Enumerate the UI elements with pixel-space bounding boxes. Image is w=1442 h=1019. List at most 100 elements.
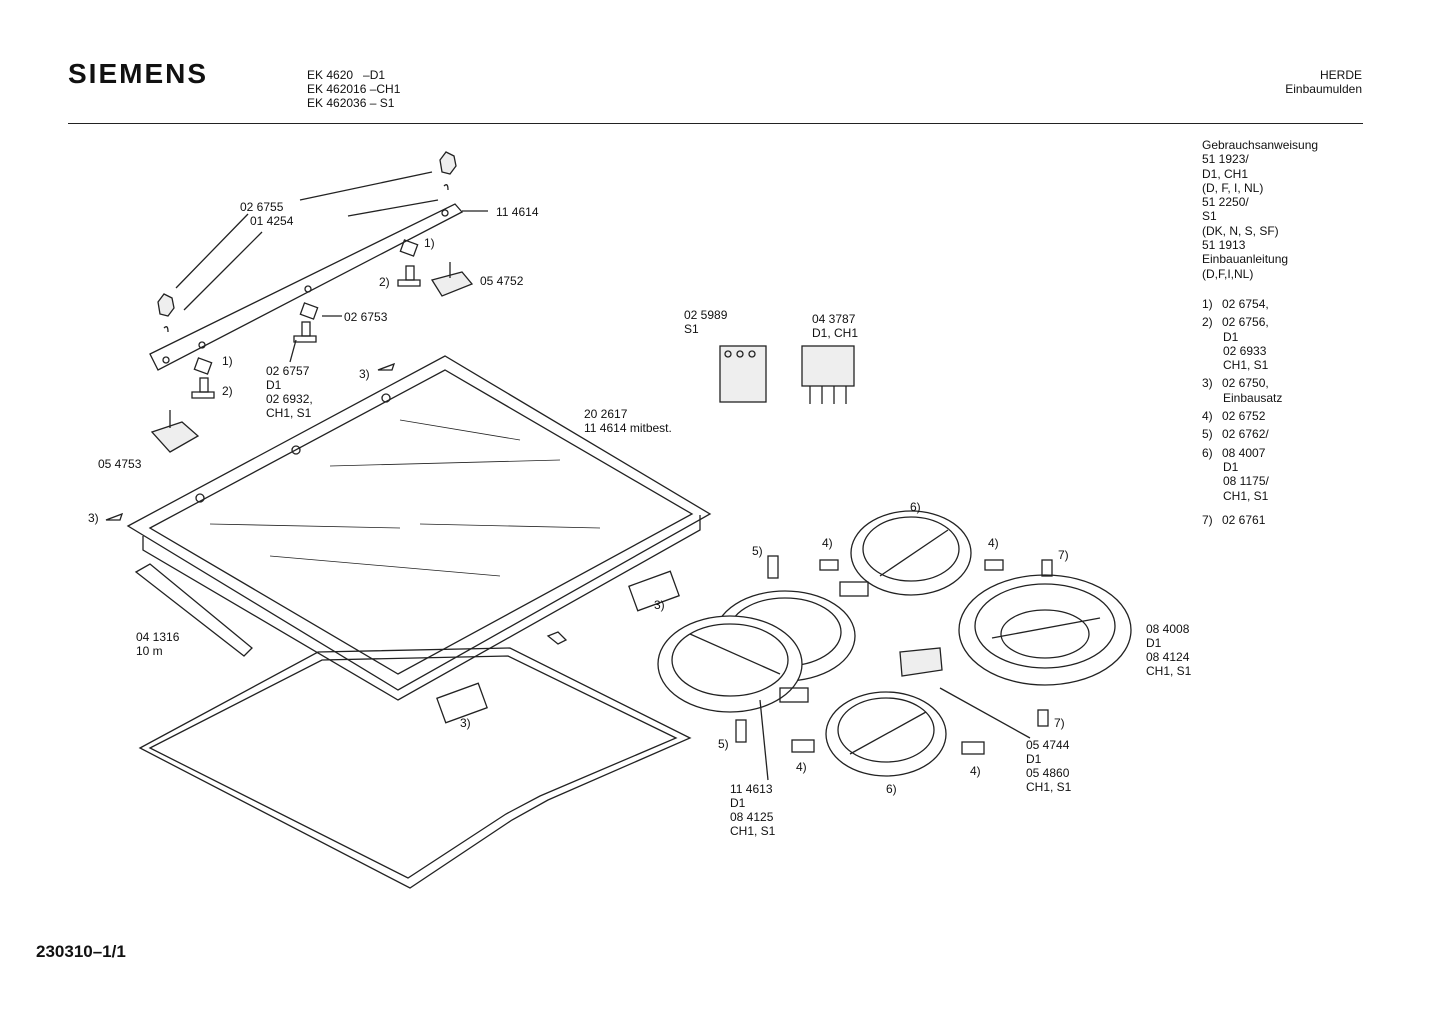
connector-icon [779,687,809,703]
footnote-line: Einbausatz [1223,390,1283,405]
terminal-block-icon [801,345,855,404]
header-rule [68,123,1363,124]
fuse-icon [1037,709,1049,727]
bracket-icon [436,682,488,724]
label-line: 05 4744 [1026,738,1070,752]
footnote-line: 08 1175/ [1223,474,1269,489]
label-line: CH1, S1 [1026,780,1072,794]
label-line: D1, CH1 [812,326,859,340]
regulator-icon [899,647,943,677]
clip-icon [105,512,124,521]
label-line: 08 4008 [1146,622,1190,636]
ref-line: Einbauanleitung [1202,252,1289,267]
ref-line: D1, CH1 [1202,166,1249,181]
sensor-icon [767,555,779,579]
spring-icon [191,377,215,399]
model-line: EK 4620 –D1 [307,68,386,82]
ref-line: (D,F,I,NL) [1202,266,1254,281]
label-ref2: 2) [379,275,390,289]
knob-icon [157,293,175,333]
label-terminal-s1: 02 5989 S1 [684,308,727,336]
label-line: S1 [684,322,699,336]
footnote-line: 02 6752 [1222,409,1266,424]
leader-line [347,199,439,217]
spacer-icon [984,559,1004,571]
footnote: 1) 02 6754, [1202,297,1282,311]
footnote-line: CH1, S1 [1223,358,1269,373]
model-list: EK 4620 –D1 EK 462016 –CH1 EK 462036 – S… [307,68,400,110]
category: HERDE [1319,68,1362,82]
ref-line: 51 1923/ [1202,152,1249,167]
clip-icon [299,302,319,320]
label-ref7: 7) [1058,548,1069,562]
footnote-key: 1) [1202,297,1213,311]
label-terminal-d1: 04 3787 D1, CH1 [812,312,858,340]
label-line: CH1, S1 [1146,664,1192,678]
label-line: 08 4125 [730,810,774,824]
label-line: D1 [730,796,746,810]
knob-icon [439,151,457,191]
label-switch-left: 05 4753 [98,457,142,471]
footnote-key: 7) [1202,512,1213,527]
label-ref6: 6) [910,500,921,514]
leader-line [183,231,263,311]
label-line: CH1, S1 [730,824,776,838]
label-line: 11 4613 [730,782,773,796]
label-ref4: 4) [796,760,807,774]
footnote-line: 02 6761 [1222,512,1266,527]
label-clip-mid: 02 6757 D1 02 6932, CH1, S1 [266,364,313,420]
spring-icon [293,321,317,343]
footnote-key: 3) [1202,376,1213,391]
label-ref6: 6) [886,782,897,796]
label-plate-large-left: 11 4613 D1 08 4125 CH1, S1 [730,782,775,838]
clip-icon [377,362,396,371]
ref-line: 51 1913 [1202,238,1246,253]
label-seal: 04 1316 10 m [136,630,179,658]
leader-line [175,213,249,289]
bracket-icon [628,570,680,612]
label-line: D1 [1026,752,1042,766]
label-line: D1 [1146,636,1162,650]
seal-strip [134,563,253,657]
heating-element-icon [958,574,1132,686]
label-line: 02 6757 [266,364,310,378]
subcategory: Einbaumulden [1285,82,1362,96]
label-line: 02 5989 [684,308,728,322]
label-ref4: 4) [988,536,999,550]
switch-icon [430,262,474,297]
spacer-icon [791,739,815,753]
footnote-line: D1 [1223,329,1239,344]
footnote: 7) 02 6761 [1202,513,1282,527]
switch-icon [150,410,200,453]
footnote: 5)02 6762/ [1202,427,1282,441]
model-line: EK 462016 –CH1 [307,82,401,96]
footnote-line: 02 6754, [1222,297,1269,311]
label-line: 08 4124 [1146,650,1190,664]
clip-icon [193,357,213,375]
heating-element-icon [657,615,803,713]
label-plate-large-right: 08 4008 D1 08 4124 CH1, S1 [1146,622,1191,678]
category-block: HERDE Einbaumulden [1285,68,1362,96]
fuse-icon [1041,559,1053,577]
footnote-key: 4) [1202,409,1213,424]
label-line: 02 6755 [240,200,284,214]
spacer-icon [961,741,985,755]
control-panel-strip [149,203,464,371]
terminal-block-icon [719,345,767,403]
label-line: 20 2617 [584,407,628,421]
label-switch-top: 05 4752 [480,274,524,288]
footnote-line: 02 6756, [1222,315,1269,330]
label-ref3: 3) [359,367,370,381]
mounting-frame-inner [148,655,678,879]
label-panel: 11 4614 [496,205,539,219]
label-line: 01 4254 [250,214,294,228]
ref-line: S1 [1202,209,1217,224]
footnote-line: D1 [1223,459,1239,474]
label-line: D1 [266,378,282,392]
label-line: 05 4860 [1026,766,1070,780]
leader-line [289,339,297,363]
label-ref3: 3) [460,716,471,730]
